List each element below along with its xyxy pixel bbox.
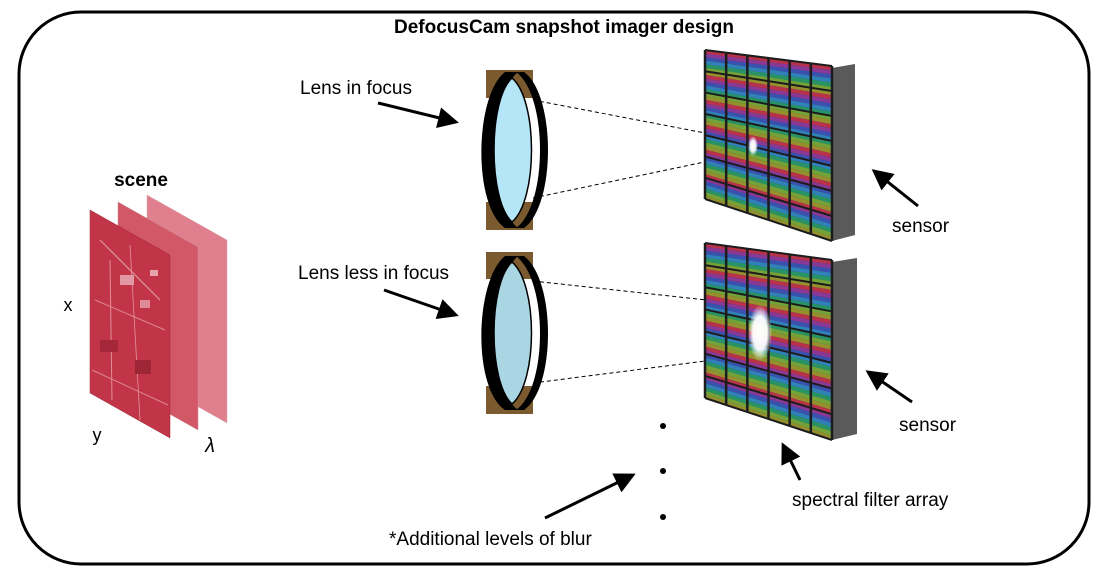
- ellipsis-dot-1: [660, 423, 666, 429]
- filter-grid-row: [704, 176, 833, 217]
- sensor-top-arrow: [871, 169, 919, 208]
- lens-ring-top: [481, 72, 518, 228]
- filter-grid-row: [704, 264, 833, 287]
- lens-less-in-focus: [481, 252, 548, 414]
- spectral-filter-array-arrow: [781, 442, 802, 481]
- scene-texture: [91, 239, 169, 421]
- focus-spot-top: [748, 136, 758, 156]
- lens-in-focus-arrow: [377, 101, 459, 128]
- additional-blur-label: *Additional levels of blur: [389, 529, 592, 550]
- lens-less-in-focus-label: Lens less in focus: [298, 263, 449, 284]
- scene-label: scene: [114, 170, 168, 191]
- spectral-filter-array-label: spectral filter array: [792, 490, 949, 511]
- axis-y-label: y: [93, 425, 102, 445]
- sensor-bottom-arrow: [865, 370, 913, 404]
- lens-ring-top-right: [516, 72, 548, 228]
- filter-grid-row: [704, 397, 833, 441]
- filter-grid-row: [704, 155, 833, 192]
- filter-grid-row: [704, 198, 833, 242]
- sensor-top-filter-array: [703, 49, 834, 242]
- sensor-top-label: sensor: [892, 216, 950, 237]
- filter-grid-row: [704, 242, 833, 261]
- filter-grid-row: [704, 112, 833, 142]
- axis-lambda-label: λ: [204, 435, 215, 457]
- lens-in-focus: [481, 70, 548, 230]
- diagram-title: DefocusCam snapshot imager design: [394, 17, 734, 38]
- lens-less-in-focus-arrow: [383, 288, 459, 320]
- lens-ring-bottom: [481, 256, 518, 410]
- filter-grid-row: [704, 286, 833, 313]
- axis-x-label: x: [64, 295, 73, 315]
- sensor-top: [703, 49, 855, 242]
- lens-in-focus-label: Lens in focus: [300, 78, 412, 99]
- sensor-top-side: [832, 64, 855, 241]
- filter-grid-row: [704, 91, 833, 117]
- lens-glass-bottom: [493, 260, 533, 406]
- sensor-bottom-side: [832, 258, 857, 440]
- lens-ring-bottom-right: [516, 256, 548, 410]
- diagram-frame: [17, 10, 1091, 566]
- additional-blur-arrow: [544, 473, 636, 520]
- ellipsis-dot-3: [660, 514, 666, 520]
- sensor-bottom: [703, 242, 857, 441]
- focus-spot-bottom: [748, 305, 772, 361]
- filter-grid-row: [704, 134, 833, 167]
- lens-glass-top: [493, 76, 533, 224]
- filter-grid-row: [704, 374, 833, 416]
- filter-grid-row: [704, 49, 833, 67]
- scene-cube: [89, 194, 228, 439]
- filter-grid-row: [704, 70, 833, 92]
- ellipsis-dots: [660, 423, 666, 520]
- ellipsis-dot-2: [660, 468, 666, 474]
- ray-top-lower: [532, 151, 753, 199]
- filter-grid-row: [704, 352, 833, 390]
- sensor-bottom-label: sensor: [899, 415, 957, 436]
